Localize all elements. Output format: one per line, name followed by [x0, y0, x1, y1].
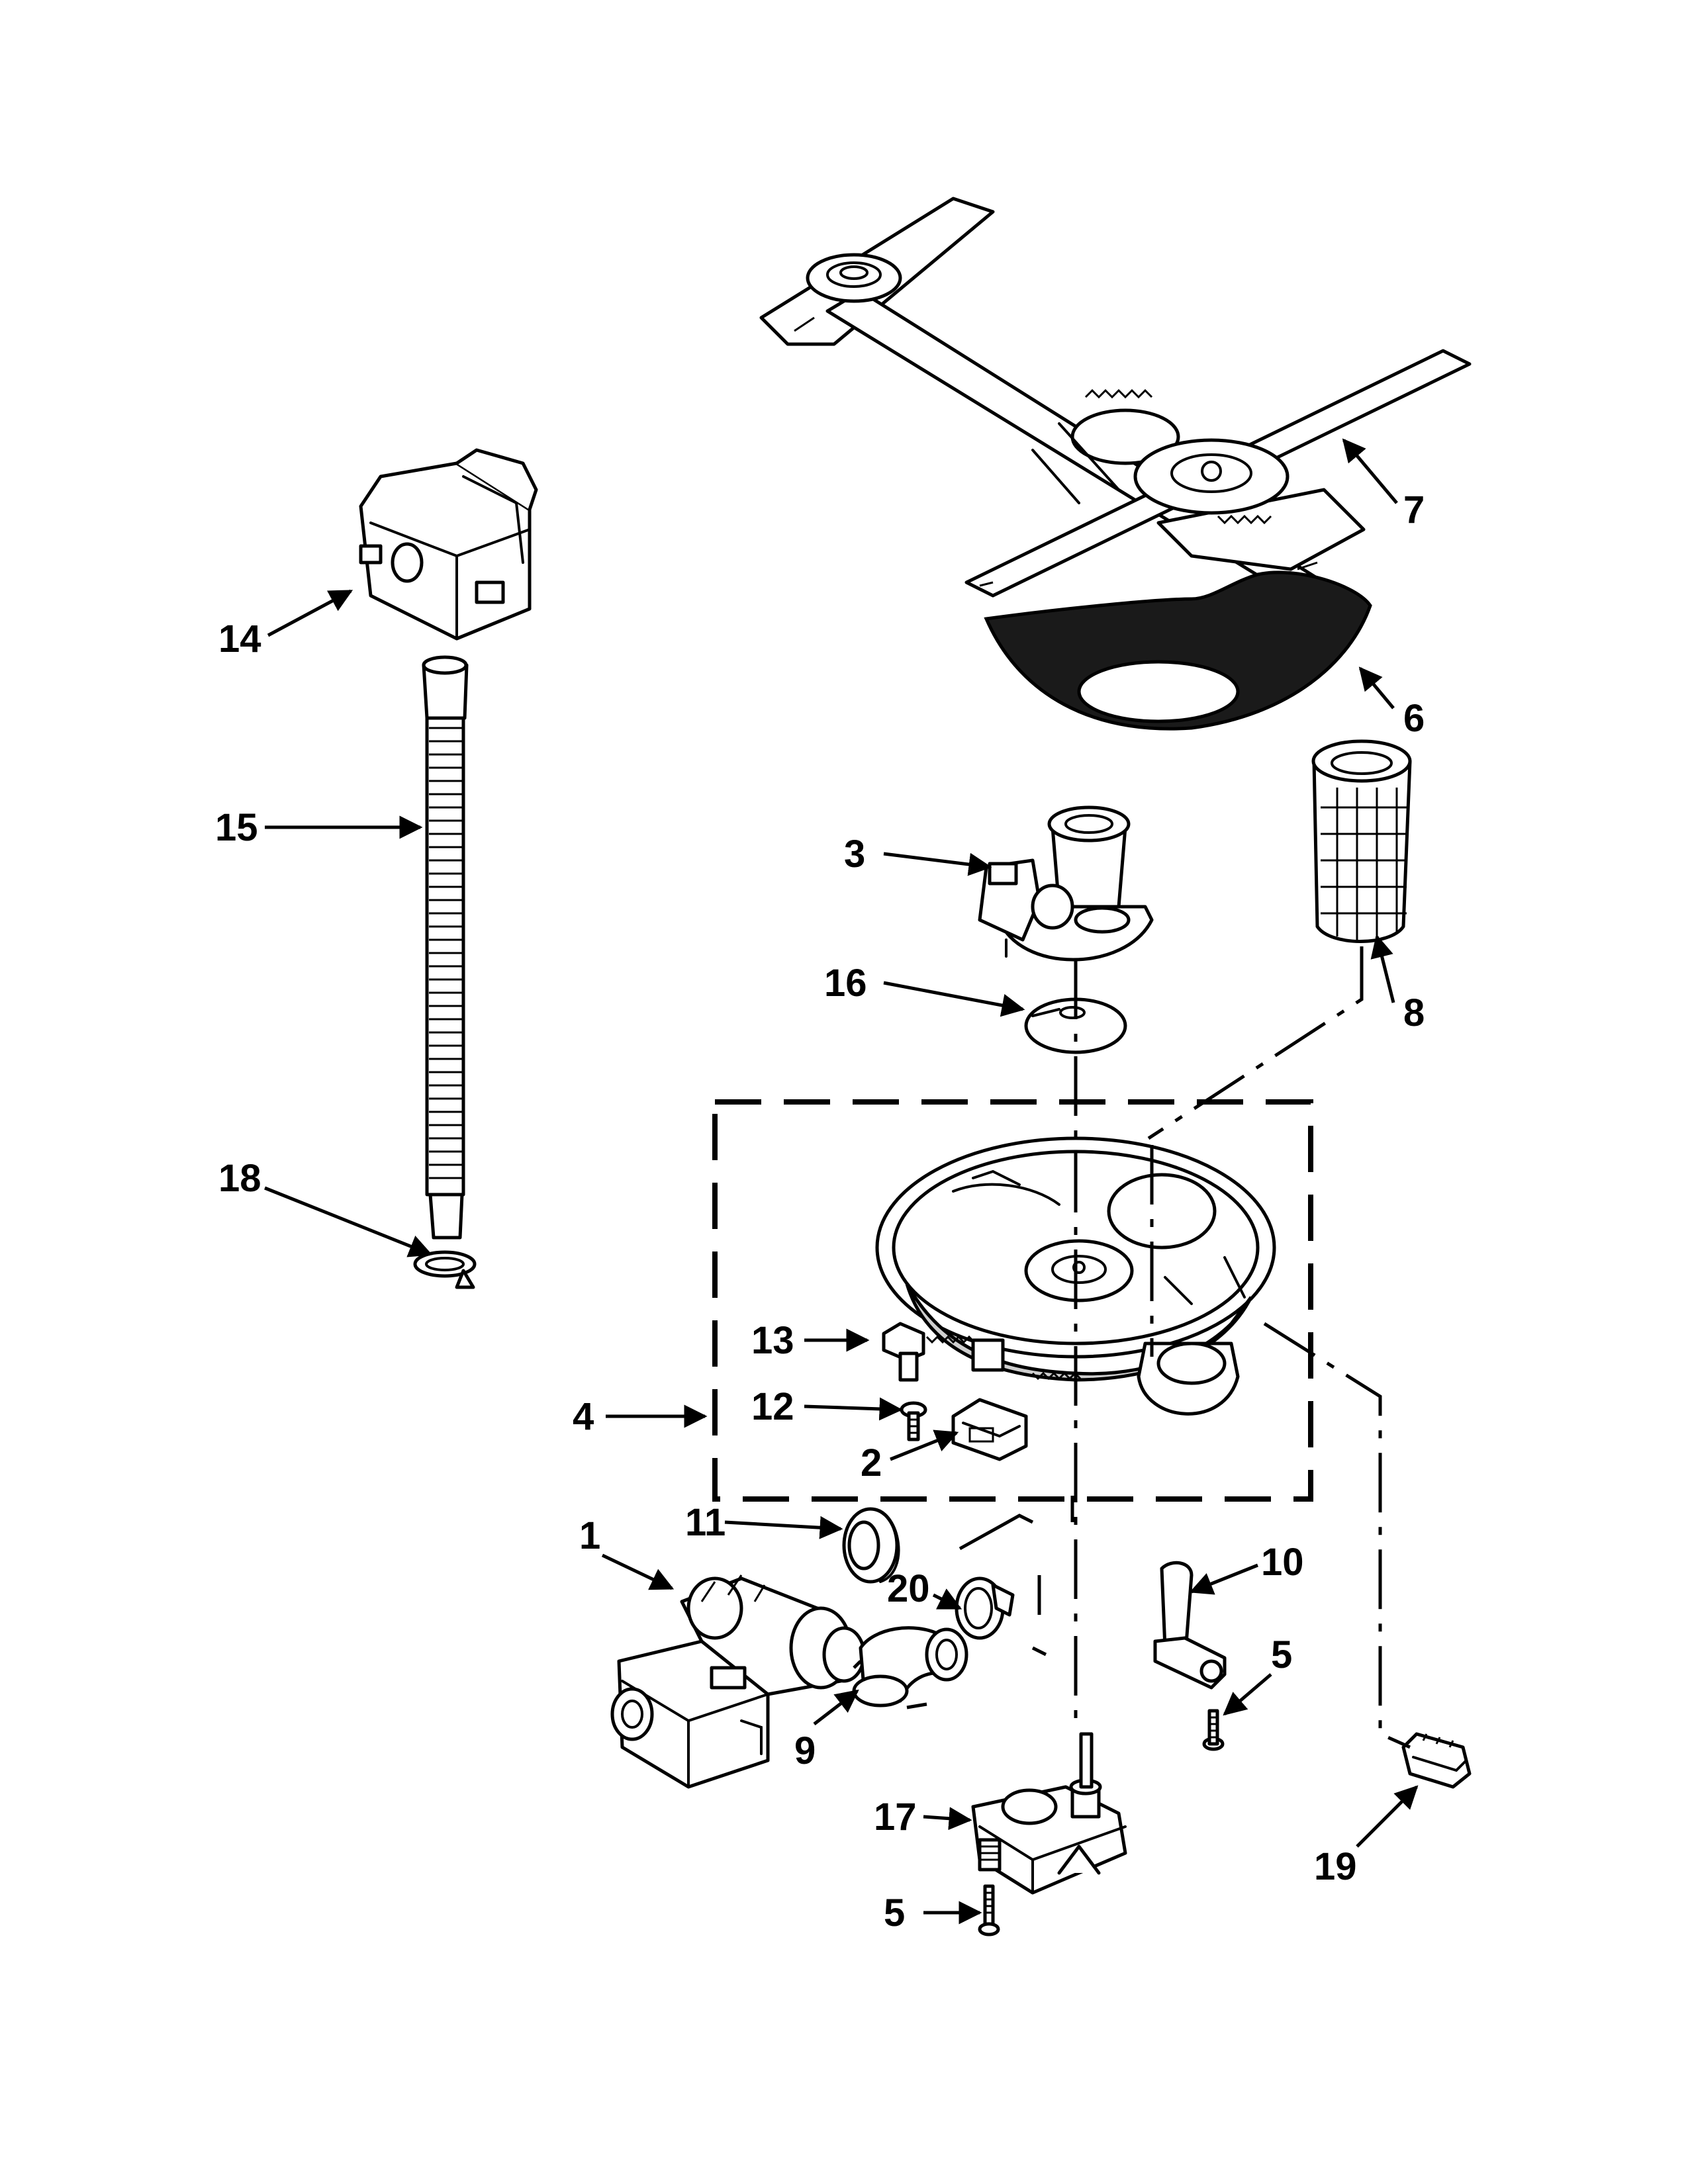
- callout-12: 12: [751, 1385, 794, 1428]
- callout-20: 20: [887, 1567, 930, 1610]
- part-1-pump-motor[interactable]: [610, 1574, 866, 1789]
- callout-2: 2: [861, 1441, 882, 1484]
- part-5-screw-lower[interactable]: [978, 1884, 1000, 1936]
- part-18-hose-clamp[interactable]: [413, 1250, 477, 1289]
- callout-8: 8: [1403, 991, 1425, 1034]
- callout-4: 4: [573, 1395, 594, 1438]
- part-17-diverter-motor[interactable]: [971, 1732, 1127, 1895]
- part-11-seal[interactable]: [842, 1507, 900, 1584]
- callout-16: 16: [824, 962, 867, 1005]
- part-4-assembly-boundary: [712, 1099, 1313, 1502]
- part-9-elbow-hose[interactable]: [852, 1626, 968, 1707]
- callout-5-upper: 5: [1271, 1633, 1292, 1676]
- part-2-connector[interactable]: [951, 1398, 1028, 1461]
- part-6-filter-screen[interactable]: [984, 570, 1372, 731]
- callout-11: 11: [685, 1501, 726, 1544]
- callout-13: 13: [751, 1319, 794, 1362]
- part-20-hose-clamp[interactable]: [955, 1576, 1015, 1640]
- part-19-sensor-connector[interactable]: [1401, 1732, 1472, 1789]
- callout-7: 7: [1403, 488, 1425, 531]
- callout-15: 15: [215, 806, 258, 849]
- callout-18: 18: [218, 1157, 261, 1200]
- leader-arrows: [264, 438, 1419, 1925]
- part-5-screw-upper[interactable]: [1202, 1709, 1225, 1751]
- part-7-spray-arm[interactable]: [759, 197, 1472, 598]
- callout-9: 9: [794, 1729, 816, 1772]
- hose-connection-bracket: [853, 1514, 1047, 1709]
- part-13-sensor-clip[interactable]: [882, 1322, 925, 1382]
- part-14-drain-pump[interactable]: [359, 448, 538, 641]
- callout-1: 1: [579, 1514, 600, 1557]
- callout-6: 6: [1403, 697, 1425, 740]
- callout-5-lower: 5: [884, 1891, 905, 1934]
- part-4-sump-housing[interactable]: [875, 1136, 1276, 1416]
- alignment-guides: [1070, 946, 1411, 1749]
- callout-labels: 14 15 18 3 16 7 6 8 13 12 4 2 1 11 20 9 …: [215, 488, 1425, 1934]
- callout-17: 17: [874, 1796, 917, 1839]
- part-15-drain-hose[interactable]: [422, 655, 469, 1240]
- part-12-screw[interactable]: [900, 1401, 927, 1441]
- callout-14: 14: [218, 617, 261, 660]
- part-3-diverter-assembly[interactable]: [978, 805, 1154, 962]
- callout-10: 10: [1261, 1541, 1304, 1584]
- callout-19: 19: [1314, 1845, 1357, 1888]
- callout-3: 3: [844, 833, 865, 876]
- part-8-filter-cup[interactable]: [1311, 739, 1412, 943]
- part-10-bracket[interactable]: [1153, 1561, 1227, 1690]
